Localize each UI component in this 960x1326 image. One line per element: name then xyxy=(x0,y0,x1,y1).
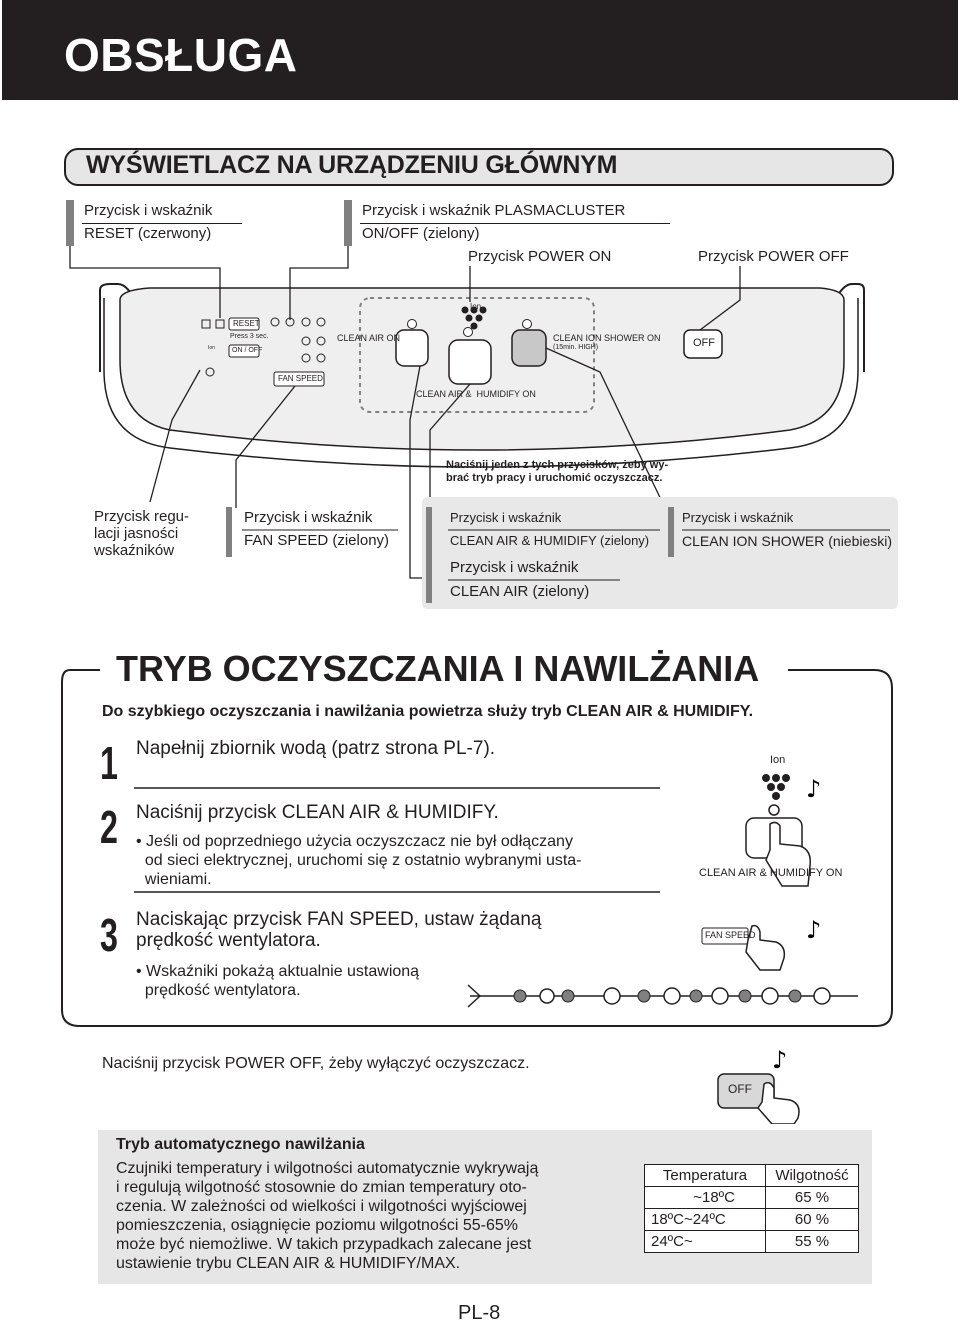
ion-dots-icon xyxy=(762,774,790,800)
mode-section-frame: ♪ ♪ xyxy=(61,669,893,1027)
callout-reset-line2: RESET (czerwony) xyxy=(84,225,212,242)
on-off-button[interactable]: ON / OFF xyxy=(232,347,263,354)
auto-box-title: Tryb automatycznego nawilżania xyxy=(116,1136,365,1153)
section-title: WYŚWIETLACZ NA URZĄDZENIU GŁÓWNYM xyxy=(86,151,618,179)
clean-air-on-label: CLEAN AIR ON xyxy=(337,333,401,343)
table-row: 18ºC~24ºC 60 % xyxy=(644,1208,859,1231)
off-figure-label: OFF xyxy=(728,1082,752,1096)
step-number: 3 xyxy=(100,909,118,961)
table-cell: 55 % xyxy=(765,1230,859,1253)
cah-label-line1: Przycisk i wskaźnik xyxy=(450,510,562,525)
ca-label-line1: Przycisk i wskaźnik xyxy=(450,559,579,576)
table-header: Temperatura xyxy=(644,1164,766,1187)
step-text: Naciskając przycisk FAN SPEED, ustaw żąd… xyxy=(136,909,542,951)
callout-bar xyxy=(344,200,352,246)
ion-figure-label: Ion xyxy=(770,754,786,766)
ion-label-line2: CLEAN ION SHOWER (niebieski) xyxy=(682,533,893,549)
table-row: ~18ºC 65 % xyxy=(644,1186,859,1209)
clean-ion-shower-label: CLEAN ION SHOWER ON xyxy=(553,333,661,343)
header-bar xyxy=(2,0,958,100)
cah-label-line2: CLEAN AIR & HUMIDIFY (zielony) xyxy=(450,533,650,548)
clean-air-humidify-on-label: CLEAN AIR & HUMIDIFY ON xyxy=(416,389,536,399)
music-note-icon: ♪ xyxy=(806,775,821,803)
step-text: Napełnij zbiornik wodą (patrz strona PL-… xyxy=(136,738,496,759)
section-title-frame xyxy=(64,148,894,186)
ca-label-line2: CLEAN AIR (zielony) xyxy=(450,583,590,600)
step-number: 1 xyxy=(100,737,118,789)
table-cell: 18ºC~24ºC xyxy=(644,1208,766,1231)
reset-button[interactable]: RESET xyxy=(233,319,260,328)
page-number: PL-8 xyxy=(458,1302,501,1324)
select-mode-note: Naciśnij jeden z tych przycisków, żeby w… xyxy=(446,459,669,484)
music-note-icon: ♪ xyxy=(772,1046,787,1074)
music-note-icon: ♪ xyxy=(806,916,821,944)
table-cell: 24ºC~ xyxy=(644,1230,766,1253)
callout-plasma-line1: Przycisk i wskaźnik PLASMACLUSTER xyxy=(362,202,626,219)
power-off-instruction: Naciśnij przycisk POWER OFF, żeby wyłącz… xyxy=(102,1055,530,1072)
mode-intro: Do szybkiego oczyszczania i nawilżania p… xyxy=(102,703,754,720)
table-cell: 60 % xyxy=(765,1208,859,1231)
table-header: Wilgotność xyxy=(765,1164,859,1187)
callout-power-off: Przycisk POWER OFF xyxy=(698,248,849,265)
ion-small-label: Ion xyxy=(208,345,215,351)
table-cell: 65 % xyxy=(765,1186,859,1209)
mode-section-title: TRYB OCZYSZCZANIA I NAWILŻANIA xyxy=(116,648,760,689)
callout-plasma-line2: ON/OFF (zielony) xyxy=(362,225,480,242)
step-number: 2 xyxy=(100,801,118,853)
divider xyxy=(82,223,242,224)
fan-speed-figure-label: FAN SPEED xyxy=(705,930,756,940)
step-bullet: • Wskaźniki pokażą aktualnie ustawioną p… xyxy=(136,963,420,999)
fan-speed-button[interactable]: FAN SPEED xyxy=(278,374,323,383)
callout-bar xyxy=(66,200,74,246)
press3-label: Press 3 sec. xyxy=(230,333,269,340)
ion-icon xyxy=(461,306,487,330)
auto-box-body: Czujniki temperatury i wilgotności autom… xyxy=(116,1160,539,1272)
off-button[interactable]: OFF xyxy=(693,337,715,349)
control-panel-illustration xyxy=(69,246,898,609)
callout-reset-line1: Przycisk i wskaźnik xyxy=(84,202,213,219)
power-off-figure: ♪ xyxy=(717,1046,800,1124)
page-title: OBSŁUGA xyxy=(64,29,298,81)
step-bullet: • Jeśli od poprzedniego użycia oczyszcza… xyxy=(136,833,582,888)
table-cell: ~18ºC xyxy=(644,1186,766,1209)
ion-label-line1: Przycisk i wskaźnik xyxy=(682,510,794,525)
cah-figure-label: CLEAN AIR & HUMIDIFY ON xyxy=(699,867,843,879)
step-text: Naciśnij przycisk CLEAN AIR & HUMIDIFY. xyxy=(136,802,499,823)
callout-power-on: Przycisk POWER ON xyxy=(468,248,612,265)
fan-label-line1: Przycisk i wskaźnik xyxy=(244,509,373,526)
min-high-label: (15min. HIGH) xyxy=(553,344,599,351)
humidity-table: Temperatura Wilgotność ~18ºC 65 % 18ºC~2… xyxy=(644,1164,859,1253)
table-row: 24ºC~ 55 % xyxy=(644,1230,859,1253)
fan-label-line2: FAN SPEED (zielony) xyxy=(244,532,390,549)
ion-top-label: Ion xyxy=(470,302,482,311)
table-header-row: Temperatura Wilgotność xyxy=(644,1164,859,1187)
brightness-label: Przycisk regu- lacji jasności wskaźników xyxy=(94,508,190,559)
divider xyxy=(360,223,670,224)
